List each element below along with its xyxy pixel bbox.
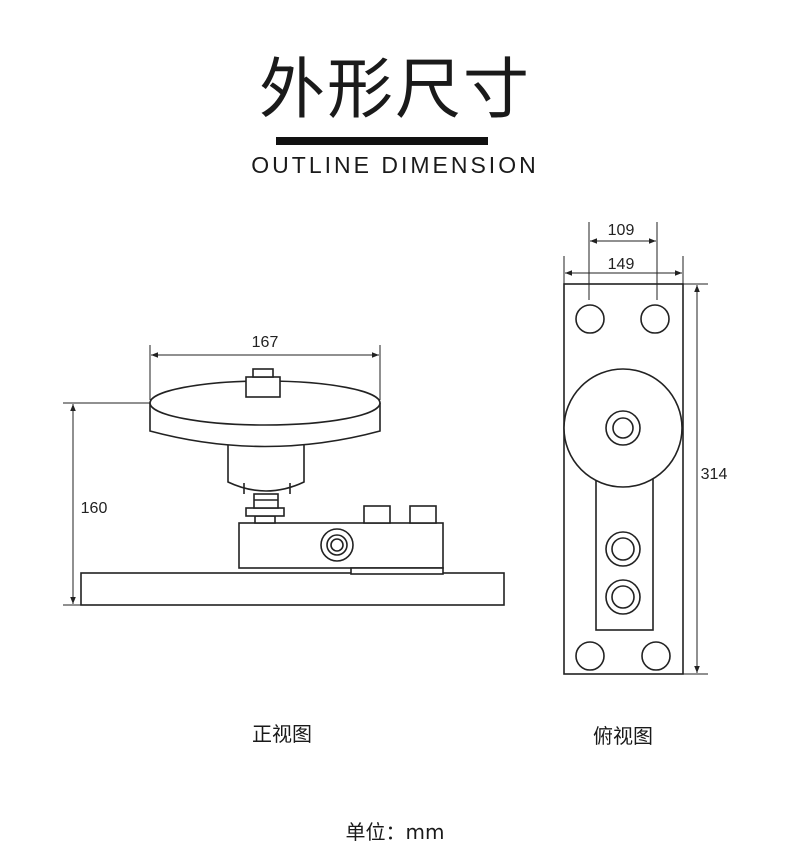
page-subtitle: OUTLINE DIMENSION [251, 152, 539, 178]
side-hole-inner [330, 538, 344, 552]
top-cap-base [245, 376, 281, 398]
mount-hole-bl [575, 641, 605, 671]
top-view-caption: 俯视图 [593, 724, 653, 748]
bolt-head-2 [409, 505, 437, 524]
top-view [563, 283, 684, 675]
spacer-washer [245, 507, 285, 517]
spacer-lower [254, 515, 276, 524]
front-dimensions [63, 345, 381, 606]
wheel-hub-inner [612, 417, 634, 439]
front-height-dimension: 160 [81, 500, 108, 517]
front-view-caption: 正视图 [252, 722, 312, 746]
spacer-upper [253, 493, 279, 509]
top-length-dimension: 314 [701, 466, 728, 483]
mount-hole-br [641, 641, 671, 671]
beam-hole-1-inner [611, 537, 635, 561]
top-cap [252, 368, 274, 378]
housing [227, 439, 305, 492]
beam-hole-2-inner [611, 585, 635, 609]
base-plate [80, 572, 505, 606]
front-view [80, 368, 505, 606]
mount-hole-tr [640, 304, 670, 334]
title-underline [276, 137, 488, 145]
top-dimensions [563, 222, 708, 675]
page-title: 外形尺寸 [259, 51, 531, 128]
front-width-dimension: 167 [252, 334, 279, 351]
top-inner-width-dimension: 109 [608, 222, 635, 239]
mount-hole-tl [575, 304, 605, 334]
top-outer-width-dimension: 149 [608, 256, 635, 273]
load-cell-foot [350, 567, 444, 575]
unit-label: 单位：mm [345, 820, 445, 844]
bolt-head-1 [363, 505, 391, 524]
